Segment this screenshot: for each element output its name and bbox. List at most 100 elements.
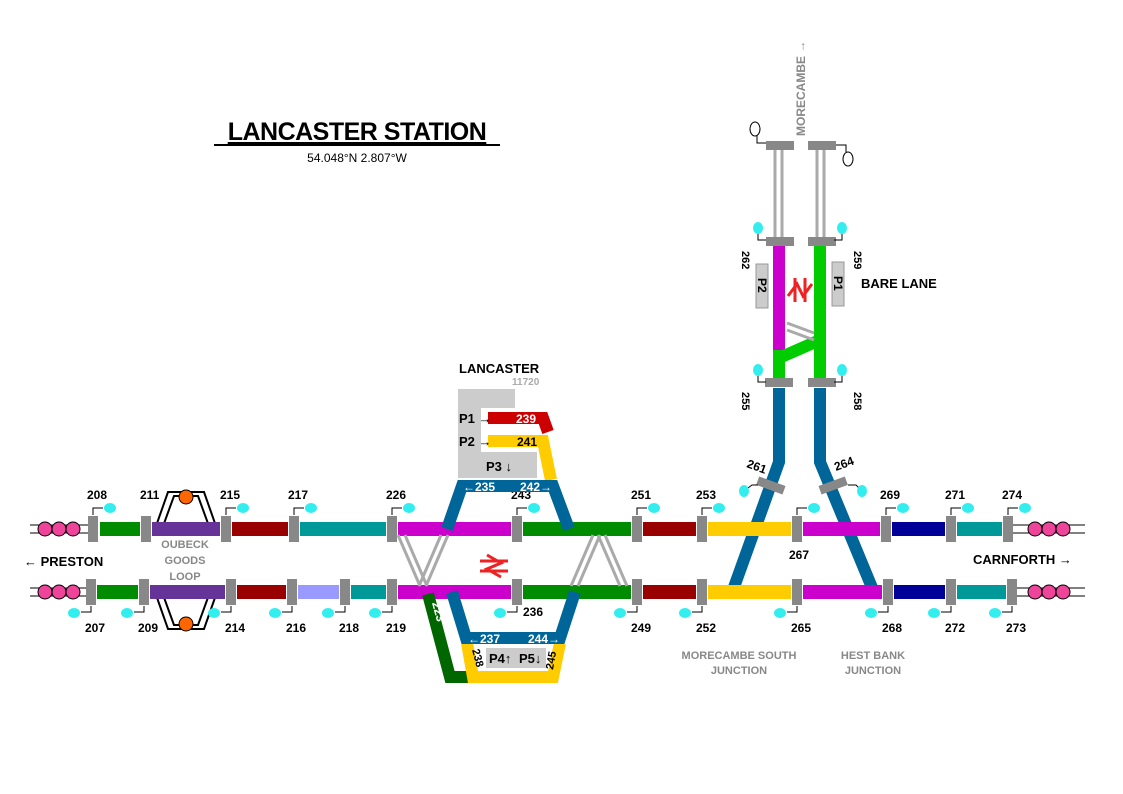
signal-post[interactable] xyxy=(88,516,98,542)
platform-5-label: P5↓ xyxy=(519,651,541,666)
signal-post[interactable] xyxy=(1007,579,1017,605)
signal-head-icon[interactable] xyxy=(237,503,249,513)
signal-post[interactable] xyxy=(946,516,956,542)
track-238-label: 238 xyxy=(469,648,485,669)
signal-head-icon[interactable] xyxy=(857,485,867,497)
ground-frame-icon[interactable] xyxy=(178,616,194,632)
signal-head-icon[interactable] xyxy=(837,364,847,376)
ground-frame-icon[interactable] xyxy=(178,489,194,505)
signal-head-icon[interactable] xyxy=(774,608,786,618)
signal-head-icon[interactable] xyxy=(1019,503,1031,513)
track-223[interactable] xyxy=(422,592,475,683)
signal-post[interactable] xyxy=(697,516,707,542)
signal-post[interactable] xyxy=(139,579,149,605)
signal-head-icon[interactable] xyxy=(837,222,847,234)
signal-head-icon[interactable] xyxy=(962,503,974,513)
signal-post[interactable] xyxy=(141,516,151,542)
signal-label: 273 xyxy=(1006,621,1026,635)
signal-post[interactable] xyxy=(946,579,956,605)
track-261[interactable] xyxy=(727,388,785,593)
signal-post[interactable] xyxy=(512,516,522,542)
signal-post[interactable] xyxy=(221,516,231,542)
track-235-242[interactable] xyxy=(441,480,575,532)
track-239-label: 239 xyxy=(516,412,536,426)
signal-post[interactable] xyxy=(387,516,397,542)
signal-head-icon[interactable] xyxy=(121,608,133,618)
signal-label: 249 xyxy=(631,621,651,635)
signal-post[interactable] xyxy=(697,579,707,605)
buffer-stop-icon xyxy=(37,521,53,537)
signal-head-icon[interactable] xyxy=(403,503,415,513)
oubeck-label-3: LOOP xyxy=(169,571,200,583)
carnforth-label: CARNFORTH → xyxy=(973,552,1072,567)
national-rail-icon xyxy=(786,278,814,302)
signal-head-icon[interactable] xyxy=(614,608,626,618)
signal-head-icon[interactable] xyxy=(322,608,334,618)
signal-post[interactable] xyxy=(387,579,397,605)
signal-label: 211 xyxy=(140,488,160,502)
signal-head-icon[interactable] xyxy=(808,503,820,513)
buffer-stop-icon xyxy=(65,584,81,600)
signal-post[interactable] xyxy=(86,579,96,605)
signal-post[interactable] xyxy=(512,579,522,605)
track-241[interactable] xyxy=(488,435,557,482)
signal-head-icon[interactable] xyxy=(269,608,281,618)
signal-label: 209 xyxy=(138,621,158,635)
signal-label: 226 xyxy=(386,488,406,502)
signal-label: 258 xyxy=(851,392,863,410)
signal-head-icon[interactable] xyxy=(679,608,691,618)
track-bare-lane-green[interactable] xyxy=(773,246,826,380)
track-223-label: 223 xyxy=(429,600,448,623)
morecambe-south-label-1: MORECAMBE SOUTH xyxy=(682,650,797,662)
signal-head-icon[interactable] xyxy=(648,503,660,513)
signal-head-icon[interactable] xyxy=(989,608,1001,618)
lancaster-code: 11720 xyxy=(512,377,540,388)
signal-post[interactable] xyxy=(340,579,350,605)
signal-post[interactable] xyxy=(792,516,802,542)
signal-head-icon[interactable] xyxy=(865,608,877,618)
signal-head-icon[interactable] xyxy=(928,608,940,618)
crossovers xyxy=(396,534,629,587)
hest-bank-label-1: HEST BANK xyxy=(841,650,905,662)
signal-post[interactable] xyxy=(883,579,893,605)
signal-head-icon[interactable] xyxy=(68,608,80,618)
platform-4-label: P4↑ xyxy=(489,651,511,666)
signal-head-icon[interactable] xyxy=(528,503,540,513)
signal-head-icon[interactable] xyxy=(494,608,506,618)
signal-label: 268 xyxy=(882,621,902,635)
signal-post[interactable] xyxy=(287,579,297,605)
oubeck-label-2: GOODS xyxy=(165,555,206,567)
signal-head-icon[interactable] xyxy=(739,485,749,497)
oubeck-label-1: OUBECK xyxy=(161,539,209,551)
signal-post[interactable] xyxy=(632,579,642,605)
bare-lane-label: BARE LANE xyxy=(861,276,937,291)
signal-head-icon[interactable] xyxy=(753,222,763,234)
signal-label: 236 xyxy=(523,605,543,619)
signal-head-icon[interactable] xyxy=(369,608,381,618)
track-238-245[interactable] xyxy=(461,641,566,683)
signal-head-icon[interactable] xyxy=(753,364,763,376)
track-264[interactable] xyxy=(814,388,879,593)
hest-bank-label-2: JUNCTION xyxy=(845,665,901,677)
signal-head-icon[interactable] xyxy=(305,503,317,513)
signal-head-icon[interactable] xyxy=(104,503,116,513)
signal-post[interactable] xyxy=(792,579,802,605)
signal-head-icon[interactable] xyxy=(713,503,725,513)
signal-post[interactable] xyxy=(1003,516,1013,542)
signal-post[interactable] xyxy=(632,516,642,542)
morecambe-south-label-2: JUNCTION xyxy=(711,665,767,677)
signal-post[interactable] xyxy=(289,516,299,542)
signal-post[interactable] xyxy=(881,516,891,542)
station-coordinates: 54.048°N 2.807°W xyxy=(307,151,407,165)
signal-unlit-left xyxy=(749,121,766,144)
signal-post[interactable] xyxy=(226,579,236,605)
track-239[interactable] xyxy=(488,412,554,435)
buffer-stop-icon xyxy=(1041,584,1057,600)
track-237-244[interactable] xyxy=(446,590,581,644)
signal-head-icon[interactable] xyxy=(897,503,909,513)
signal-head-icon[interactable] xyxy=(208,608,220,618)
preston-label: ← PRESTON xyxy=(24,554,103,569)
buffer-stop-icon xyxy=(37,584,53,600)
buffer-stop-icon xyxy=(1055,521,1071,537)
